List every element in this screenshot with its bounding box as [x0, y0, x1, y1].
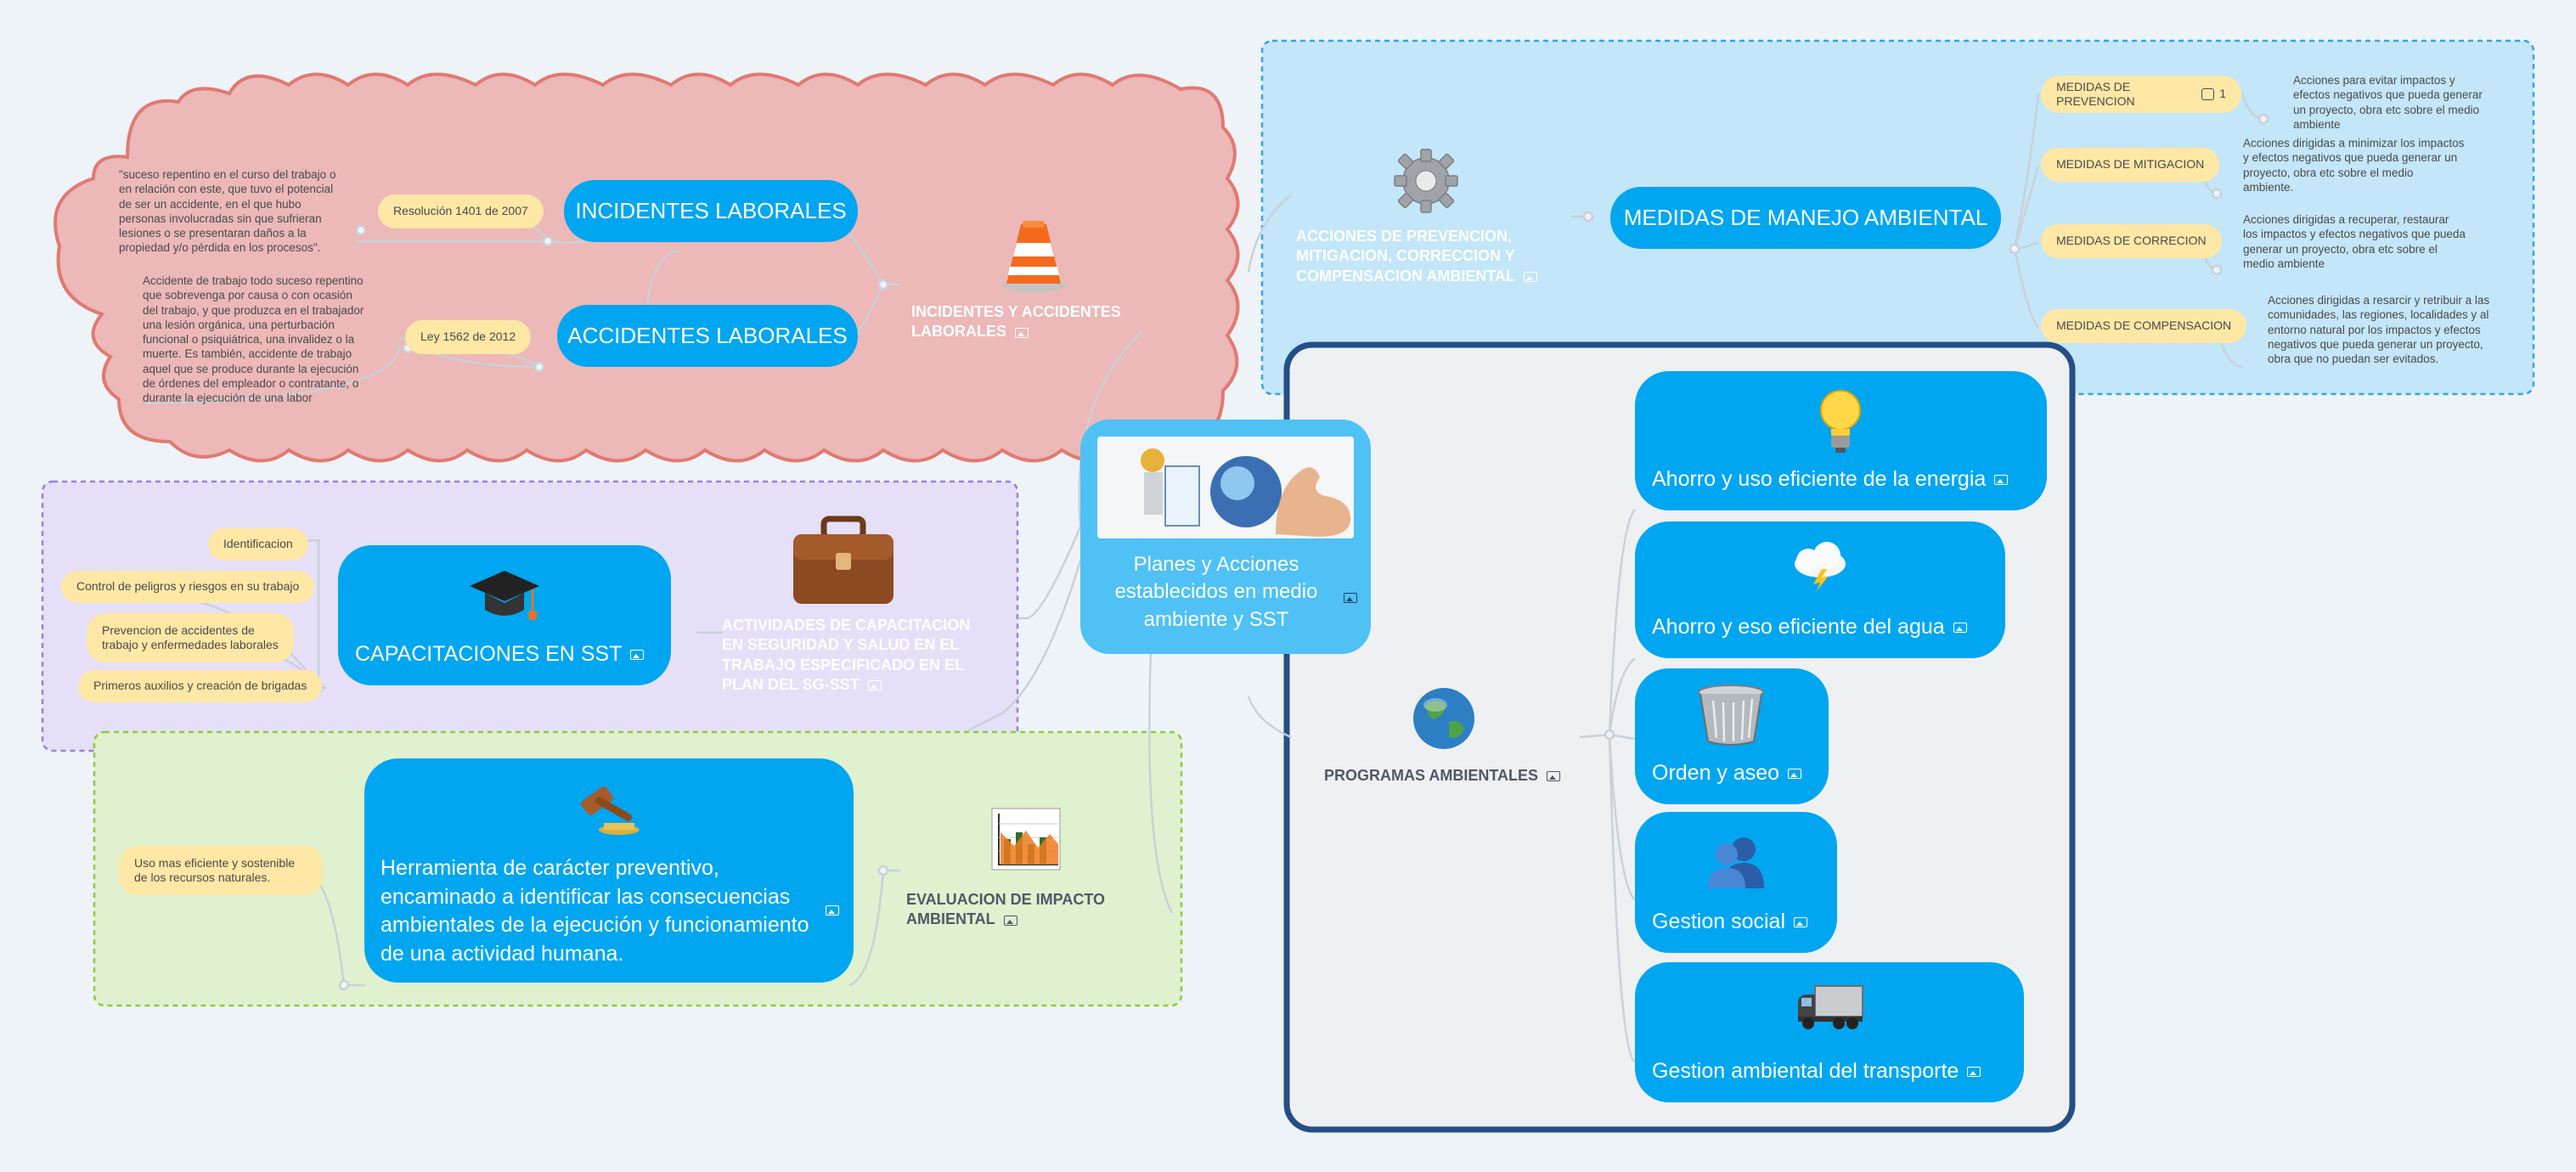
tag-ley[interactable]: Ley 1562 de 2012: [405, 320, 532, 354]
image-attachment-icon[interactable]: [1003, 915, 1017, 926]
branch-label: ACCIONES DE PREVENCION, MITIGACION, CORR…: [1296, 228, 1515, 285]
trash-bin-icon: [1698, 685, 1764, 746]
note-accidente: Accidente de trabajo todo suceso repenti…: [143, 274, 364, 405]
image-attachment-icon[interactable]: [1524, 272, 1537, 283]
branch-label: PROGRAMAS AMBIENTALES: [1324, 767, 1538, 784]
program-ahorro-energia[interactable]: Ahorro y uso eficiente de la energia: [1635, 371, 2047, 510]
branch-label: EVALUACION DE IMPACTO AMBIENTAL: [906, 891, 1106, 928]
tag-uso-eficiente[interactable]: Uso mas eficiente y sostenible de los re…: [119, 846, 323, 895]
branch-label: INCIDENTES Y ACCIDENTES LABORALES: [911, 303, 1121, 341]
tag-resolucion[interactable]: Resolución 1401 de 2007: [378, 194, 544, 228]
image-attachment-icon[interactable]: [1967, 1067, 1981, 1078]
medidas-branch-title[interactable]: ACCIONES DE PREVENCION, MITIGACION, CORR…: [1296, 227, 1551, 286]
program-gestion-transporte[interactable]: Gestion ambiental del transporte: [1635, 962, 2024, 1102]
programas-branch-title[interactable]: PROGRAMAS AMBIENTALES: [1324, 766, 1596, 786]
capacitacion-branch-icon: [790, 516, 897, 610]
note-correcion: Acciones dirigidas a recuperar, restaura…: [2243, 213, 2466, 270]
note-prevencion: Acciones para evitar impactos y efectos …: [2293, 74, 2483, 131]
incidentes-cloud-shape: [54, 72, 1240, 463]
node-medidas-manejo[interactable]: MEDIDAS DE MANEJO AMBIENTAL: [1610, 187, 2001, 249]
tag-medidas-mitigacion[interactable]: MEDIDAS DE MITIGACION: [2041, 148, 2220, 182]
note-incidente: "suceso repentino en el curso del trabaj…: [119, 168, 336, 255]
program-gestion-social[interactable]: Gestion social: [1635, 812, 1837, 953]
evaluacion-branch-title[interactable]: EVALUACION DE IMPACTO AMBIENTAL: [906, 890, 1144, 930]
chart-icon: [991, 808, 1061, 871]
note-mitigacion: Acciones dirigidas a minimizar los impac…: [2243, 137, 2465, 194]
program-label: Orden y aseo: [1652, 761, 1780, 785]
programas-branch-icon: [1410, 685, 1478, 757]
truck-icon: [1798, 985, 1863, 1029]
traffic-cone-icon: [1001, 221, 1066, 292]
program-ahorro-agua[interactable]: Ahorro y eso eficiente del agua: [1635, 521, 2005, 658]
image-attachment-icon[interactable]: [1994, 475, 2009, 486]
gear-icon: [1394, 149, 1458, 213]
program-label: Ahorro y eso eficiente del agua: [1652, 615, 1945, 639]
node-accidentes-laborales[interactable]: ACCIDENTES LABORALES: [557, 305, 858, 367]
tag-medidas-compensacion[interactable]: MEDIDAS DE COMPENSACION: [2041, 309, 2247, 343]
central-topic-image: [1097, 437, 1354, 538]
incidentes-branch-title[interactable]: INCIDENTES Y ACCIDENTES LABORALES: [911, 302, 1149, 342]
storm-cloud-icon: [1795, 542, 1846, 591]
image-attachment-icon[interactable]: [1953, 623, 1967, 634]
graduation-cap-icon: [470, 571, 539, 620]
comment-icon[interactable]: [2201, 88, 2215, 100]
tag-medidas-prevencion[interactable]: MEDIDAS DE PREVENCION 1: [2041, 76, 2241, 113]
program-label: Ahorro y uso eficiente de la energia: [1652, 467, 1987, 491]
note-compensacion: Acciones dirigidas a resarcir y retribui…: [2268, 294, 2490, 366]
evaluacion-branch-icon: [990, 807, 1062, 876]
medidas-branch-icon: [1393, 148, 1459, 218]
program-label: Gestion ambiental del transporte: [1652, 1059, 1959, 1083]
node-label: CAPACITACIONES EN SST: [355, 642, 623, 666]
image-attachment-icon[interactable]: [826, 904, 839, 916]
branch-label: ACTIVIDADES DE CAPACITACION EN SEGURIDAD…: [722, 617, 971, 694]
tag-identificacion[interactable]: Identificacion: [208, 528, 308, 561]
image-attachment-icon[interactable]: [1788, 769, 1802, 780]
image-attachment-icon[interactable]: [1015, 327, 1029, 338]
node-incidentes-laborales[interactable]: INCIDENTES LABORALES: [564, 180, 858, 242]
tag-primeros-auxilios[interactable]: Primeros auxilios y creación de brigadas: [78, 670, 323, 702]
node-label: Herramienta de carácter preventivo, enca…: [380, 856, 809, 966]
globe-icon: [1413, 688, 1474, 749]
image-attachment-icon[interactable]: [1547, 771, 1560, 782]
capacitacion-branch-title[interactable]: ACTIVIDADES DE CAPACITACION EN SEGURIDAD…: [722, 616, 977, 696]
image-attachment-icon[interactable]: [630, 650, 645, 661]
light-bulb-icon: [1820, 390, 1861, 453]
central-topic-title: Planes y Acciones establecidos en medio …: [1114, 553, 1318, 631]
tag-prevencion-accidentes[interactable]: Prevencion de accidentes de trabajo y en…: [87, 613, 294, 662]
tag-control-peligros[interactable]: Control de peligros y riesgos en su trab…: [61, 571, 315, 603]
image-attachment-icon[interactable]: [1794, 917, 1808, 928]
tag-medidas-correcion[interactable]: MEDIDAS DE CORRECION: [2041, 224, 2222, 258]
comment-count: 1: [2219, 87, 2226, 101]
incidentes-branch-icon: [1000, 219, 1068, 296]
central-topic[interactable]: Planes y Acciones establecidos en medio …: [1080, 420, 1371, 654]
gavel-icon: [581, 786, 640, 835]
image-attachment-icon[interactable]: [1344, 592, 1357, 603]
people-icon: [1708, 837, 1764, 888]
image-attachment-icon[interactable]: [867, 680, 882, 691]
program-label: Gestion social: [1652, 910, 1786, 933]
program-orden-aseo[interactable]: Orden y aseo: [1635, 668, 1829, 804]
node-herramienta-preventiva[interactable]: Herramienta de carácter preventivo, enca…: [364, 758, 854, 983]
node-capacitaciones-sst[interactable]: CAPACITACIONES EN SST: [338, 545, 671, 685]
briefcase-icon: [793, 516, 893, 604]
